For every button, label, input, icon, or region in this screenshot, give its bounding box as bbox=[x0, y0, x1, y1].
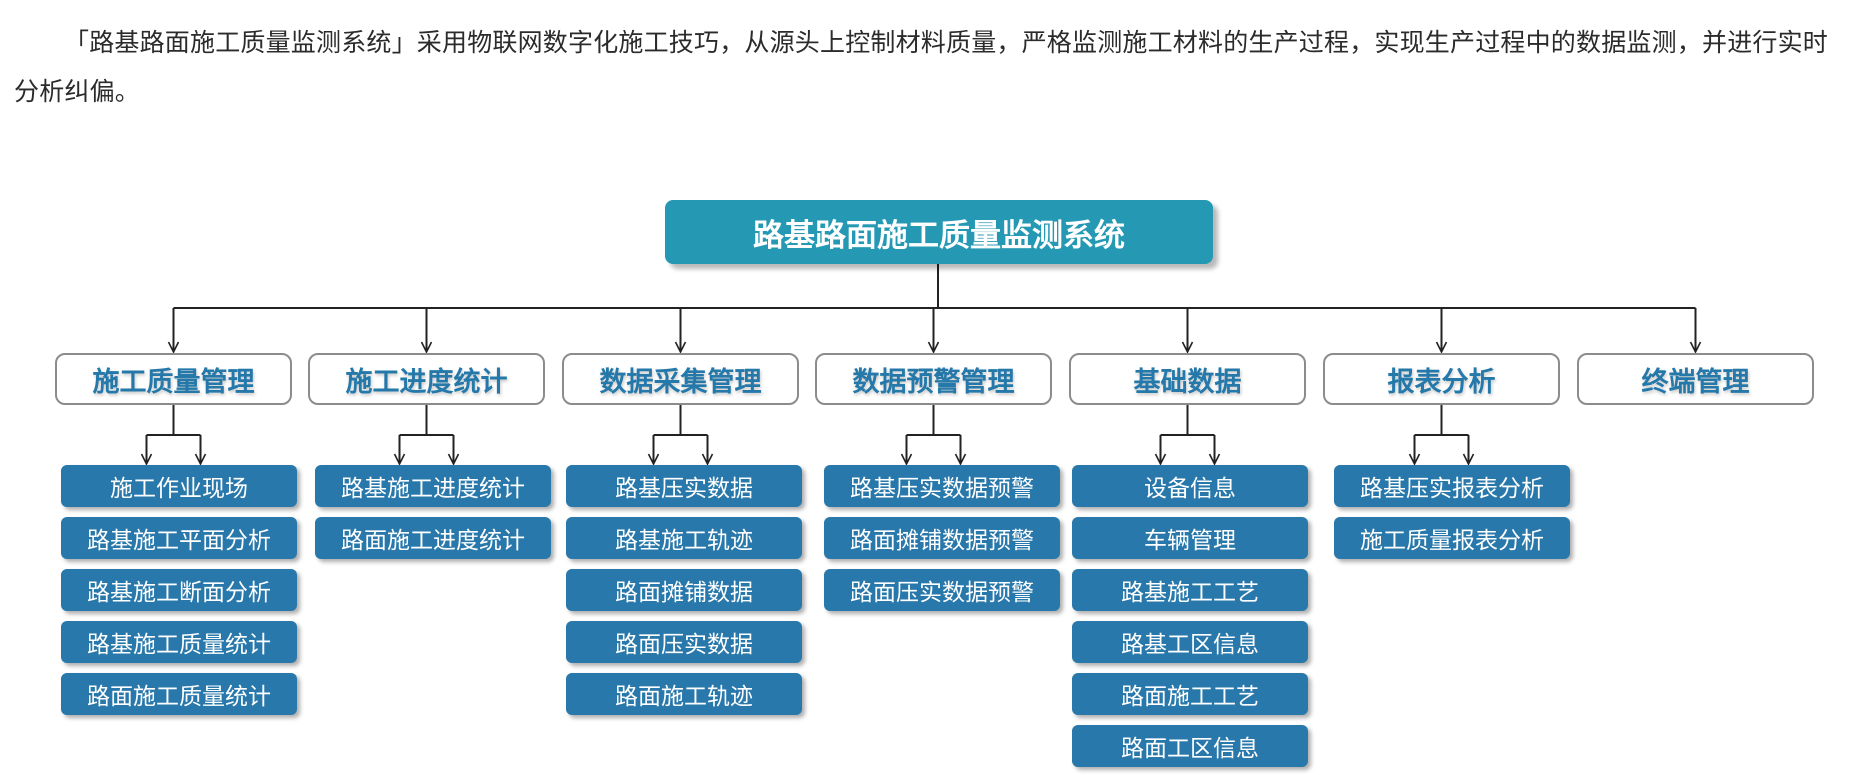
sub-item-node: 车辆管理 bbox=[1072, 517, 1308, 559]
sub-item-node: 路基施工轨迹 bbox=[566, 517, 802, 559]
sub-item-node: 路基施工平面分析 bbox=[61, 517, 297, 559]
sub-item-node: 路面施工轨迹 bbox=[566, 673, 802, 715]
sub-item-node: 路基施工断面分析 bbox=[61, 569, 297, 611]
category-node-reports: 报表分析 bbox=[1323, 353, 1560, 405]
category-node-collection: 数据采集管理 bbox=[562, 353, 799, 405]
sub-item-node: 路基压实数据 bbox=[566, 465, 802, 507]
sub-item-node: 路面压实数据预警 bbox=[824, 569, 1060, 611]
intro-paragraph: 「路基路面施工质量监测系统」采用物联网数字化施工技巧，从源头上控制材料质量，严格… bbox=[14, 28, 1829, 106]
category-node-basic-data: 基础数据 bbox=[1069, 353, 1306, 405]
sub-item-node: 路面摊铺数据 bbox=[566, 569, 802, 611]
sub-item-node: 路面压实数据 bbox=[566, 621, 802, 663]
sub-item-node: 路面摊铺数据预警 bbox=[824, 517, 1060, 559]
sub-item-node: 路面施工质量统计 bbox=[61, 673, 297, 715]
sub-item-node: 路基压实报表分析 bbox=[1334, 465, 1570, 507]
category-node-quality: 施工质量管理 bbox=[55, 353, 292, 405]
sub-item-node: 路基压实数据预警 bbox=[824, 465, 1060, 507]
root-node: 路基路面施工质量监测系统 bbox=[665, 200, 1213, 264]
sub-item-node: 设备信息 bbox=[1072, 465, 1308, 507]
category-node-terminal: 终端管理 bbox=[1577, 353, 1814, 405]
sub-item-node: 路基工区信息 bbox=[1072, 621, 1308, 663]
sub-item-node: 路基施工进度统计 bbox=[315, 465, 551, 507]
sub-item-node: 路面工区信息 bbox=[1072, 725, 1308, 767]
sub-item-node: 路面施工进度统计 bbox=[315, 517, 551, 559]
category-node-progress: 施工进度统计 bbox=[308, 353, 545, 405]
sub-item-node: 路面施工工艺 bbox=[1072, 673, 1308, 715]
sub-item-node: 施工作业现场 bbox=[61, 465, 297, 507]
category-node-warning: 数据预警管理 bbox=[815, 353, 1052, 405]
sub-item-node: 路基施工质量统计 bbox=[61, 621, 297, 663]
sub-item-node: 路基施工工艺 bbox=[1072, 569, 1308, 611]
sub-item-node: 施工质量报表分析 bbox=[1334, 517, 1570, 559]
